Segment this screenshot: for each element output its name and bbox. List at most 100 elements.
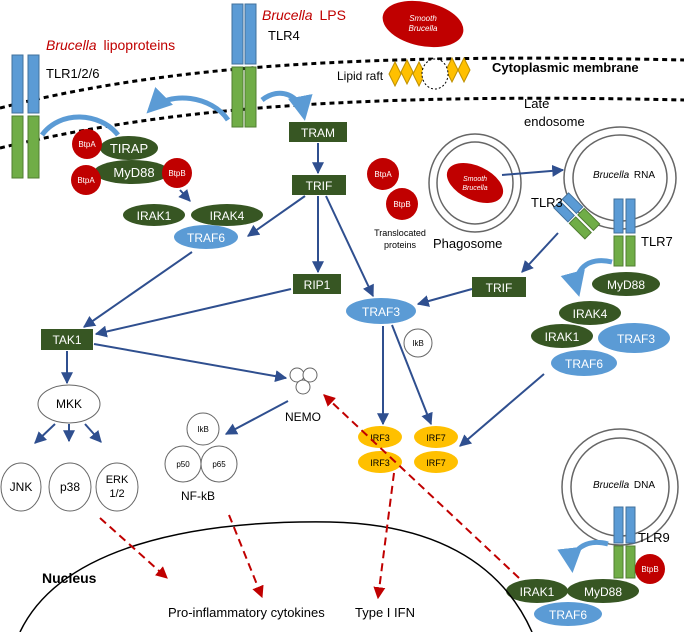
cytoplasmic-membrane xyxy=(0,56,684,150)
traf6-node-2: TRAF6 xyxy=(551,350,617,376)
nemo-label: NEMO xyxy=(285,410,321,424)
svg-text:Smooth: Smooth xyxy=(463,176,487,183)
late-endosome-rna xyxy=(563,126,677,230)
irak1-node-1: IRAK1 xyxy=(123,204,185,226)
traf6-node-1: TRAF6 xyxy=(174,225,238,249)
tlr7-receptor xyxy=(613,198,636,267)
brucella-rna-label: Brucella RNA xyxy=(593,170,655,181)
signaling-arrows xyxy=(34,143,565,447)
svg-text:JNK: JNK xyxy=(10,480,33,494)
btpa-node-2: BtpA xyxy=(71,165,101,195)
phagosome: Smooth Brucella xyxy=(428,133,522,233)
svg-text:MyD88: MyD88 xyxy=(584,585,622,599)
svg-text:IRF7: IRF7 xyxy=(426,433,446,443)
traf3-node-1: TRAF3 xyxy=(346,298,416,324)
nucleus-label: Nucleus xyxy=(42,570,97,586)
cytoplasmic-membrane-label: Cytoplasmic membrane xyxy=(492,60,639,75)
svg-text:MyD88: MyD88 xyxy=(607,278,645,292)
svg-text:Brucella: Brucella xyxy=(409,24,438,33)
irak1-node-3: IRAK1 xyxy=(506,579,568,603)
irf3-node-1: IRF3 xyxy=(358,426,402,448)
svg-text:IRAK1: IRAK1 xyxy=(137,209,172,223)
irf7-node-2: IRF7 xyxy=(414,451,458,473)
smooth-brucella-cell: Smooth Brucella xyxy=(382,0,464,48)
jnk-node: JNK xyxy=(0,462,42,512)
ikb-node-1: IkB xyxy=(403,328,433,358)
svg-text:BtpA: BtpA xyxy=(77,176,95,185)
svg-text:TRAM: TRAM xyxy=(301,126,335,140)
late-endosome-label-1: Late xyxy=(524,96,549,111)
nuclear-translocation-arrows xyxy=(99,394,520,600)
p38-node: p38 xyxy=(48,462,92,512)
brucella-lipoproteins-label: Brucella lipoproteins xyxy=(46,37,175,53)
brucella-lps-label: Brucella LPS xyxy=(262,7,346,23)
trif-node-2: TRIF xyxy=(472,277,526,297)
myd88-node-3: MyD88 xyxy=(567,579,639,603)
tlr9-label: TLR9 xyxy=(638,530,670,545)
mkk-node: MKK xyxy=(37,384,101,424)
irf7-node-1: IRF7 xyxy=(414,426,458,448)
tlr7-curved-arrow xyxy=(560,258,613,297)
receptor-curved-arrows xyxy=(39,87,313,137)
svg-text:IRAK1: IRAK1 xyxy=(520,585,555,599)
tlr4-label: TLR4 xyxy=(268,28,300,43)
svg-text:p38: p38 xyxy=(60,480,80,494)
svg-text:RIP1: RIP1 xyxy=(304,278,331,292)
lipid-raft-label: Lipid raft xyxy=(337,69,384,83)
late-endosome-dna xyxy=(561,428,679,546)
svg-text:BtpB: BtpB xyxy=(641,565,658,574)
svg-text:BtpA: BtpA xyxy=(78,140,96,149)
nemo-node xyxy=(289,367,318,395)
nucleus-membrane xyxy=(19,521,533,632)
svg-text:IkB: IkB xyxy=(412,339,424,348)
traf3-node-2: TRAF3 xyxy=(598,323,670,353)
svg-text:TAK1: TAK1 xyxy=(52,333,81,347)
phagosome-label: Phagosome xyxy=(433,236,502,251)
svg-text:BtpB: BtpB xyxy=(168,169,185,178)
btpb-node-3: BtpB xyxy=(635,554,665,584)
svg-text:IRF3: IRF3 xyxy=(370,458,390,468)
translocated-proteins-label-2: proteins xyxy=(384,240,417,250)
svg-text:IRAK4: IRAK4 xyxy=(210,209,245,223)
tlr9-curved-arrow xyxy=(557,540,609,573)
svg-text:TRAF6: TRAF6 xyxy=(549,608,587,622)
svg-text:IRF3: IRF3 xyxy=(370,433,390,443)
svg-text:1/2: 1/2 xyxy=(109,488,124,500)
btpb-node-1: BtpB xyxy=(162,158,192,188)
irf3-node-2: IRF3 xyxy=(358,451,402,473)
tlr7-label: TLR7 xyxy=(641,234,673,249)
svg-text:TRAF3: TRAF3 xyxy=(617,332,655,346)
irak4-node-1: IRAK4 xyxy=(191,204,263,226)
nfkb-label: NF-kB xyxy=(181,489,215,503)
tlr3-label: TLR3 xyxy=(531,195,563,210)
tram-node: TRAM xyxy=(289,122,347,142)
late-endosome-label-2: endosome xyxy=(524,114,585,129)
myd88-node-2: MyD88 xyxy=(592,272,660,296)
svg-text:MKK: MKK xyxy=(56,397,82,411)
btpa-node-1: BtpA xyxy=(72,129,102,159)
irak4-node-2: IRAK4 xyxy=(559,301,621,325)
erk-node: ERK 1/2 xyxy=(95,462,139,512)
svg-text:IRF7: IRF7 xyxy=(426,458,446,468)
tlr126-receptor xyxy=(11,54,40,179)
myd88-node-1: MyD88 xyxy=(94,160,170,184)
svg-text:p50: p50 xyxy=(176,460,190,469)
svg-text:IRAK1: IRAK1 xyxy=(545,330,580,344)
nfkb-complex: IkB p50 p65 xyxy=(164,412,238,483)
irak1-node-2: IRAK1 xyxy=(531,324,593,348)
svg-text:TRIF: TRIF xyxy=(306,179,333,193)
svg-text:p65: p65 xyxy=(212,460,226,469)
translocated-proteins-label-1: Translocated xyxy=(374,228,426,238)
btpa-node-3: BtpA xyxy=(367,158,399,190)
svg-text:TRAF6: TRAF6 xyxy=(565,357,603,371)
svg-text:TRAF3: TRAF3 xyxy=(362,305,400,319)
svg-text:TRIF: TRIF xyxy=(486,281,513,295)
brucella-dna-label: Brucella DNA xyxy=(593,480,655,491)
svg-text:BtpA: BtpA xyxy=(374,170,392,179)
btpb-node-2: BtpB xyxy=(386,188,418,220)
lipid-raft xyxy=(388,56,471,90)
cytokines-label: Pro-inflammatory cytokines xyxy=(168,605,325,620)
trif-node-1: TRIF xyxy=(292,175,346,195)
svg-text:IkB: IkB xyxy=(197,425,209,434)
